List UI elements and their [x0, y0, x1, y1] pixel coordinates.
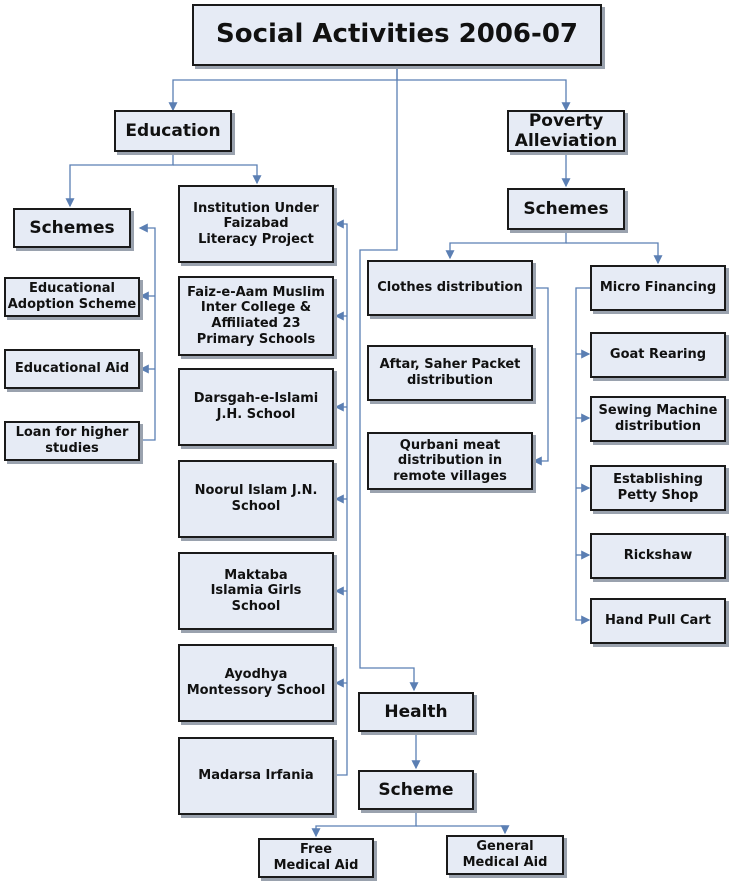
general-medical-aid-node: General Medical Aid	[446, 835, 564, 875]
institution-madarsa-irfania: Madarsa Irfania	[178, 737, 334, 815]
institution-darsgah-e-islami: Darsgah-e-Islami J.H. School	[178, 368, 334, 446]
institution-ayodhya-montessory: Ayodhya Montessory School	[178, 644, 334, 722]
institution-maktaba-islamia: Maktaba Islamia Girls School	[178, 552, 334, 630]
rickshaw-node: Rickshaw	[590, 533, 726, 579]
education-schemes-node: Schemes	[13, 208, 131, 248]
scheme-educational-aid: Educational Aid	[4, 349, 140, 389]
institution-noorul-islam: Noorul Islam J.N. School	[178, 460, 334, 538]
poverty-alleviation-node: Poverty Alleviation	[507, 110, 625, 152]
hand-pull-cart-node: Hand Pull Cart	[590, 598, 726, 644]
scheme-loan-higher-studies: Loan for higher studies	[4, 421, 140, 461]
page-title: Social Activities 2006-07	[192, 4, 602, 66]
aftar-saher-distribution-node: Aftar, Saher Packet distribution	[367, 345, 533, 401]
goat-rearing-node: Goat Rearing	[590, 332, 726, 378]
micro-financing-node: Micro Financing	[590, 265, 726, 311]
petty-shop-node: Establishing Petty Shop	[590, 465, 726, 511]
scheme-educational-adoption: Educational Adoption Scheme	[4, 277, 140, 317]
education-node: Education	[114, 110, 232, 152]
poverty-schemes-node: Schemes	[507, 188, 625, 230]
free-medical-aid-node: Free Medical Aid	[258, 838, 374, 878]
clothes-distribution-node: Clothes distribution	[367, 260, 533, 316]
health-node: Health	[358, 692, 474, 732]
qurbani-meat-distribution-node: Qurbani meat distribution in remote vill…	[367, 432, 533, 490]
sewing-machine-node: Sewing Machine distribution	[590, 396, 726, 442]
institution-faizabad-literacy: Institution Under Faizabad Literacy Proj…	[178, 185, 334, 263]
health-scheme-node: Scheme	[358, 770, 474, 810]
institution-faiz-e-aam: Faiz-e-Aam Muslim Inter College & Affili…	[178, 276, 334, 356]
